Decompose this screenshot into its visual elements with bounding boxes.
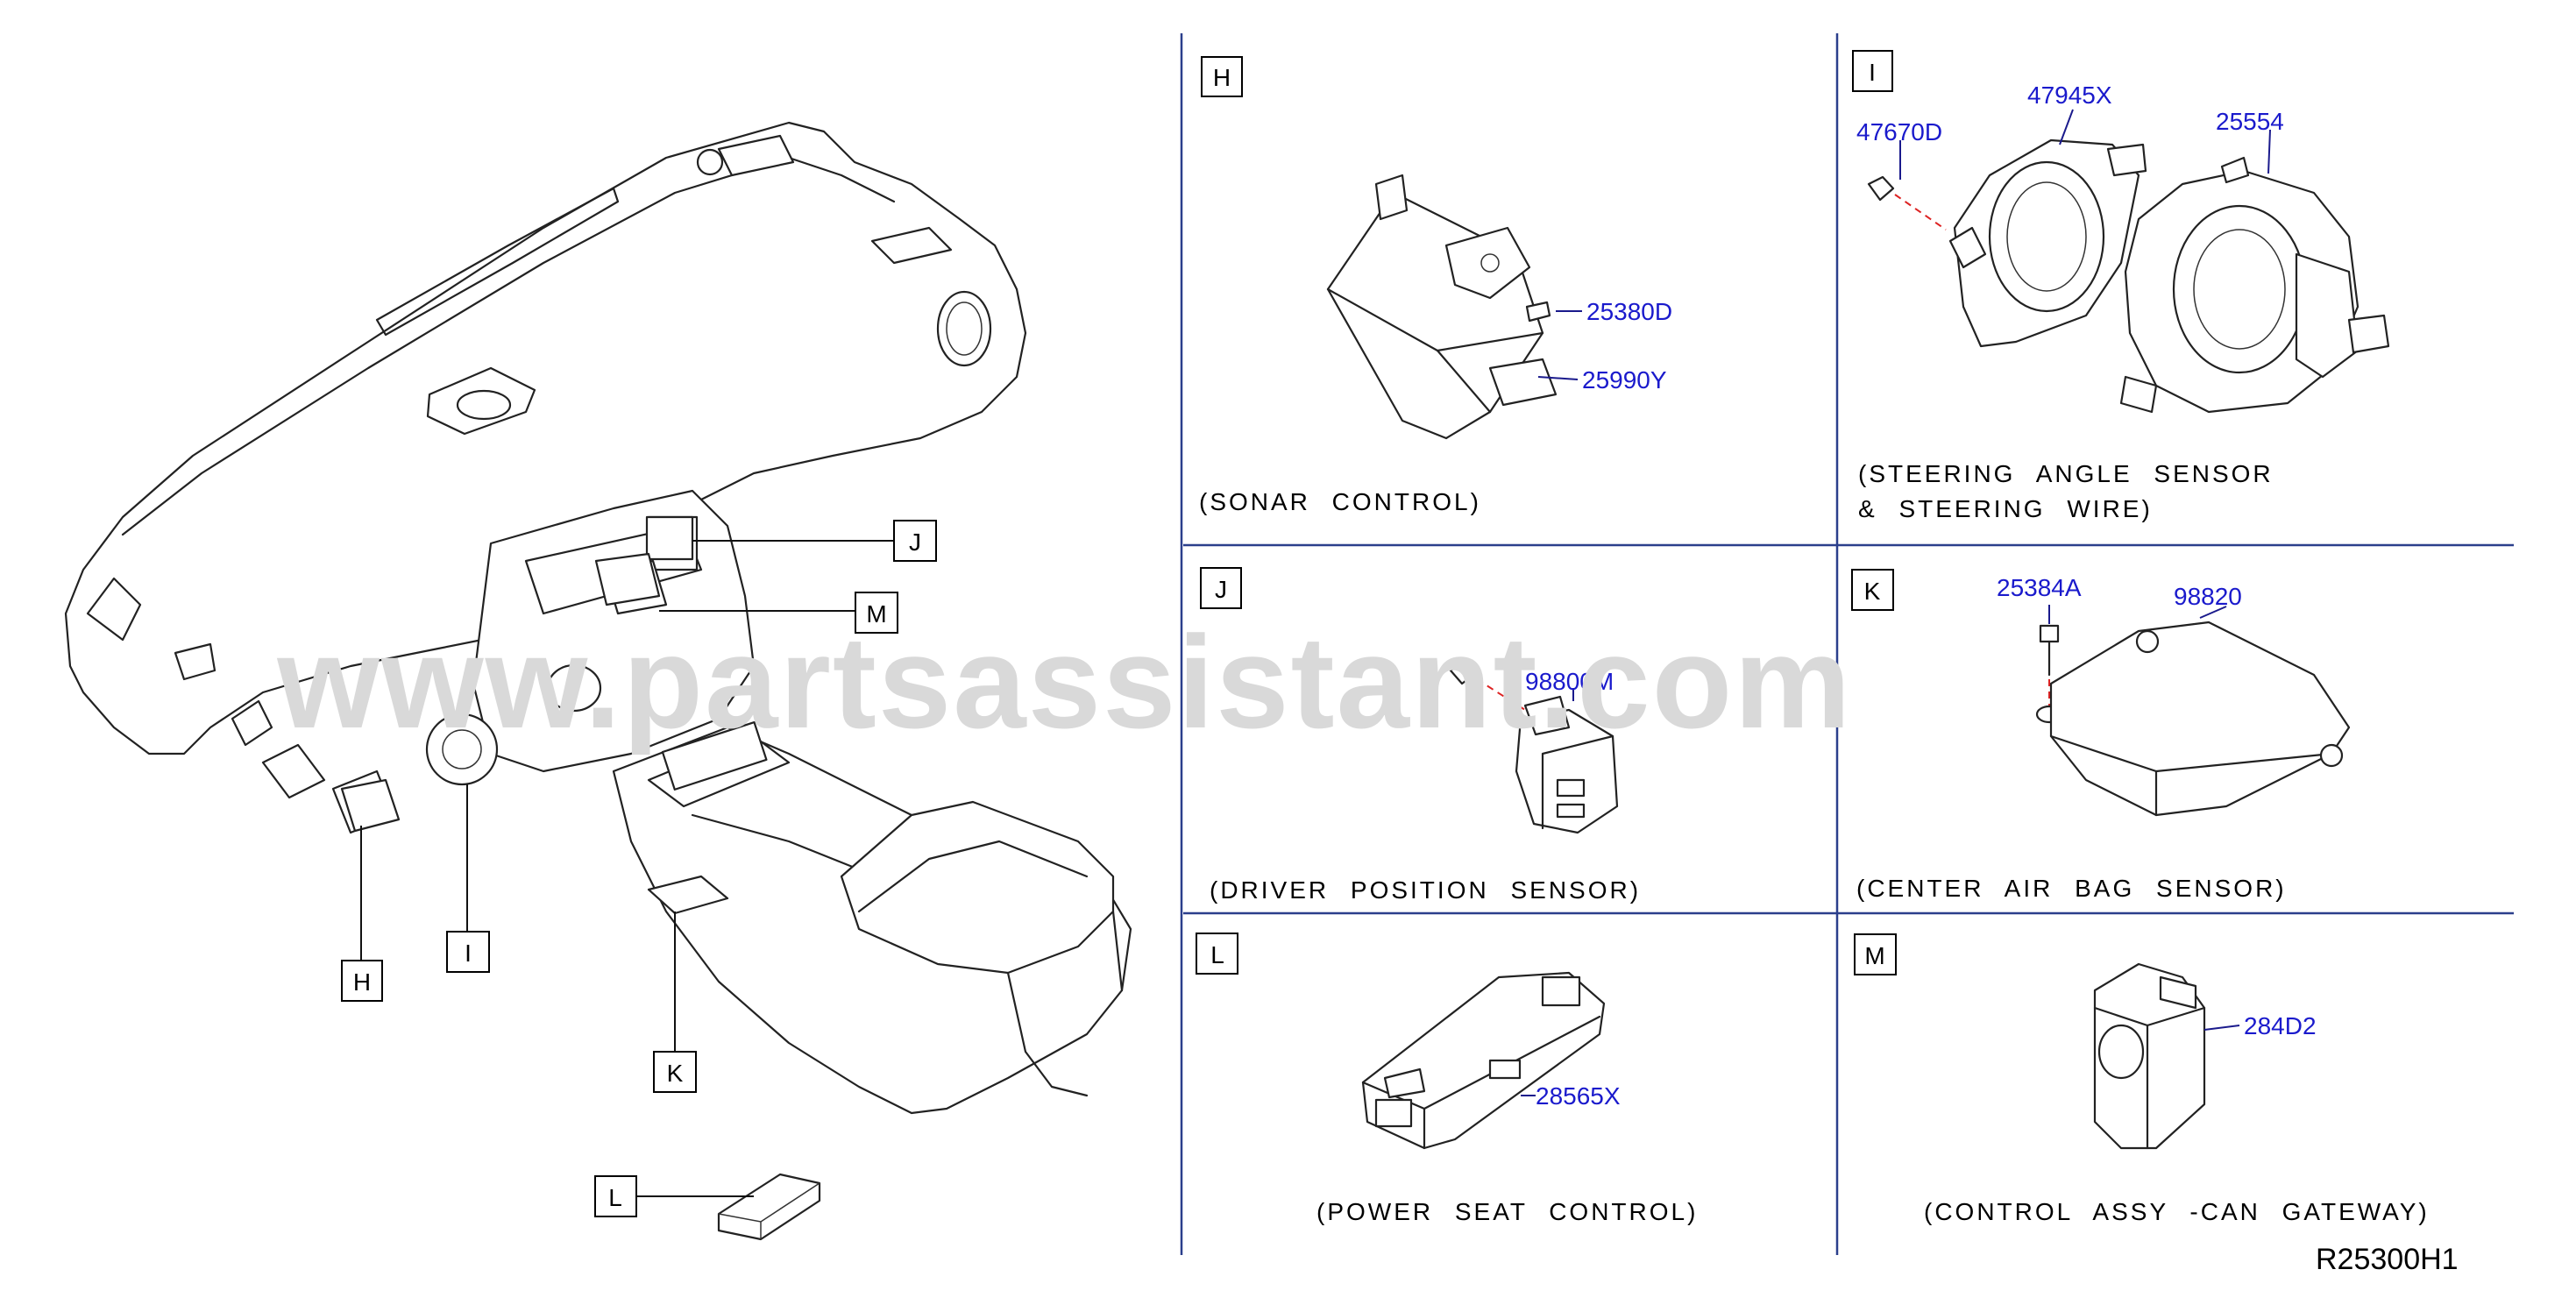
- reference-code: R25300H1: [2316, 1243, 2459, 1276]
- panel-j: J 98800M (DRIVER POSITION SENSOR): [1200, 567, 1641, 904]
- sonar-control-unit: [1326, 174, 1558, 440]
- callout-label-h: H: [353, 968, 371, 996]
- panel-h-caption: (SONAR CONTROL): [1199, 488, 1481, 515]
- panel-l: L 28565X (POWER SEAT CONTROL): [1196, 933, 1698, 1225]
- panel-l-label: L: [1210, 941, 1224, 968]
- panel-h: H 25380D 25990Y (SONAR CONTROL): [1199, 56, 1672, 515]
- panel-l-caption: (POWER SEAT CONTROL): [1316, 1198, 1698, 1225]
- panel-j-caption: (DRIVER POSITION SENSOR): [1210, 876, 1641, 904]
- part-number-25554: 25554: [2216, 108, 2284, 135]
- callout-box-l: [594, 1175, 637, 1217]
- callout-box-k: [653, 1051, 697, 1093]
- part-number-98820: 98820: [2174, 583, 2242, 610]
- panel-m-label: M: [1864, 942, 1884, 969]
- panel-i-label: I: [1869, 59, 1876, 86]
- panel-i: I 47670D 47945X 25554 (STEERING ANGLE: [1852, 50, 2390, 522]
- part-number-98800m: 98800M: [1525, 668, 1614, 695]
- part-number-25380d: 25380D: [1586, 298, 1672, 325]
- callout-label-i: I: [465, 940, 472, 967]
- callout-box-j: [893, 520, 937, 562]
- center-air-bag-sensor: [2049, 621, 2351, 817]
- instrument-panel-overview: [64, 121, 1132, 1241]
- panel-j-label: J: [1215, 576, 1227, 603]
- part-number-47670d: 47670D: [1856, 118, 1942, 145]
- panel-h-label: H: [1213, 64, 1231, 91]
- overview-callouts: J M H I K L: [341, 520, 937, 1217]
- part-number-25990y: 25990Y: [1582, 366, 1667, 394]
- panel-k-label: K: [1864, 578, 1881, 605]
- part-number-25384a: 25384A: [1997, 574, 2082, 601]
- callout-label-k: K: [667, 1060, 684, 1087]
- steering-angle-sensor: [1948, 138, 2147, 348]
- panel-grid: [1180, 33, 2514, 1255]
- panel-i-caption-line2: & STEERING WIRE): [1858, 495, 2153, 522]
- power-seat-control-unit: [1361, 971, 1606, 1150]
- callout-box-i: [446, 931, 490, 973]
- panel-k: K 25384A 98820 (CENTER AIR BAG SENSOR): [1851, 569, 2351, 902]
- watermark-text: www.partsassistant.com: [276, 608, 1852, 755]
- panel-m: M 284D2 (CONTROL ASSY -CAN GATEWAY): [1854, 933, 2430, 1225]
- steering-wire-clock-spring: [2119, 156, 2390, 414]
- panel-i-caption-line1: (STEERING ANGLE SENSOR: [1858, 460, 2274, 487]
- callout-label-j: J: [909, 528, 921, 556]
- part-number-47945x: 47945X: [2027, 82, 2112, 109]
- can-gateway-control-assy: [2093, 962, 2206, 1150]
- panel-m-caption: (CONTROL ASSY -CAN GATEWAY): [1924, 1198, 2430, 1225]
- callout-box-m: [855, 592, 898, 634]
- part-number-284d2: 284D2: [2244, 1012, 2317, 1039]
- callout-label-m: M: [866, 600, 886, 628]
- callout-box-h: [341, 960, 383, 1002]
- driver-position-sensor: [1515, 695, 1619, 834]
- part-number-28565x: 28565X: [1536, 1082, 1621, 1110]
- callout-label-l: L: [608, 1184, 622, 1211]
- panel-k-caption: (CENTER AIR BAG SENSOR): [1856, 875, 2287, 902]
